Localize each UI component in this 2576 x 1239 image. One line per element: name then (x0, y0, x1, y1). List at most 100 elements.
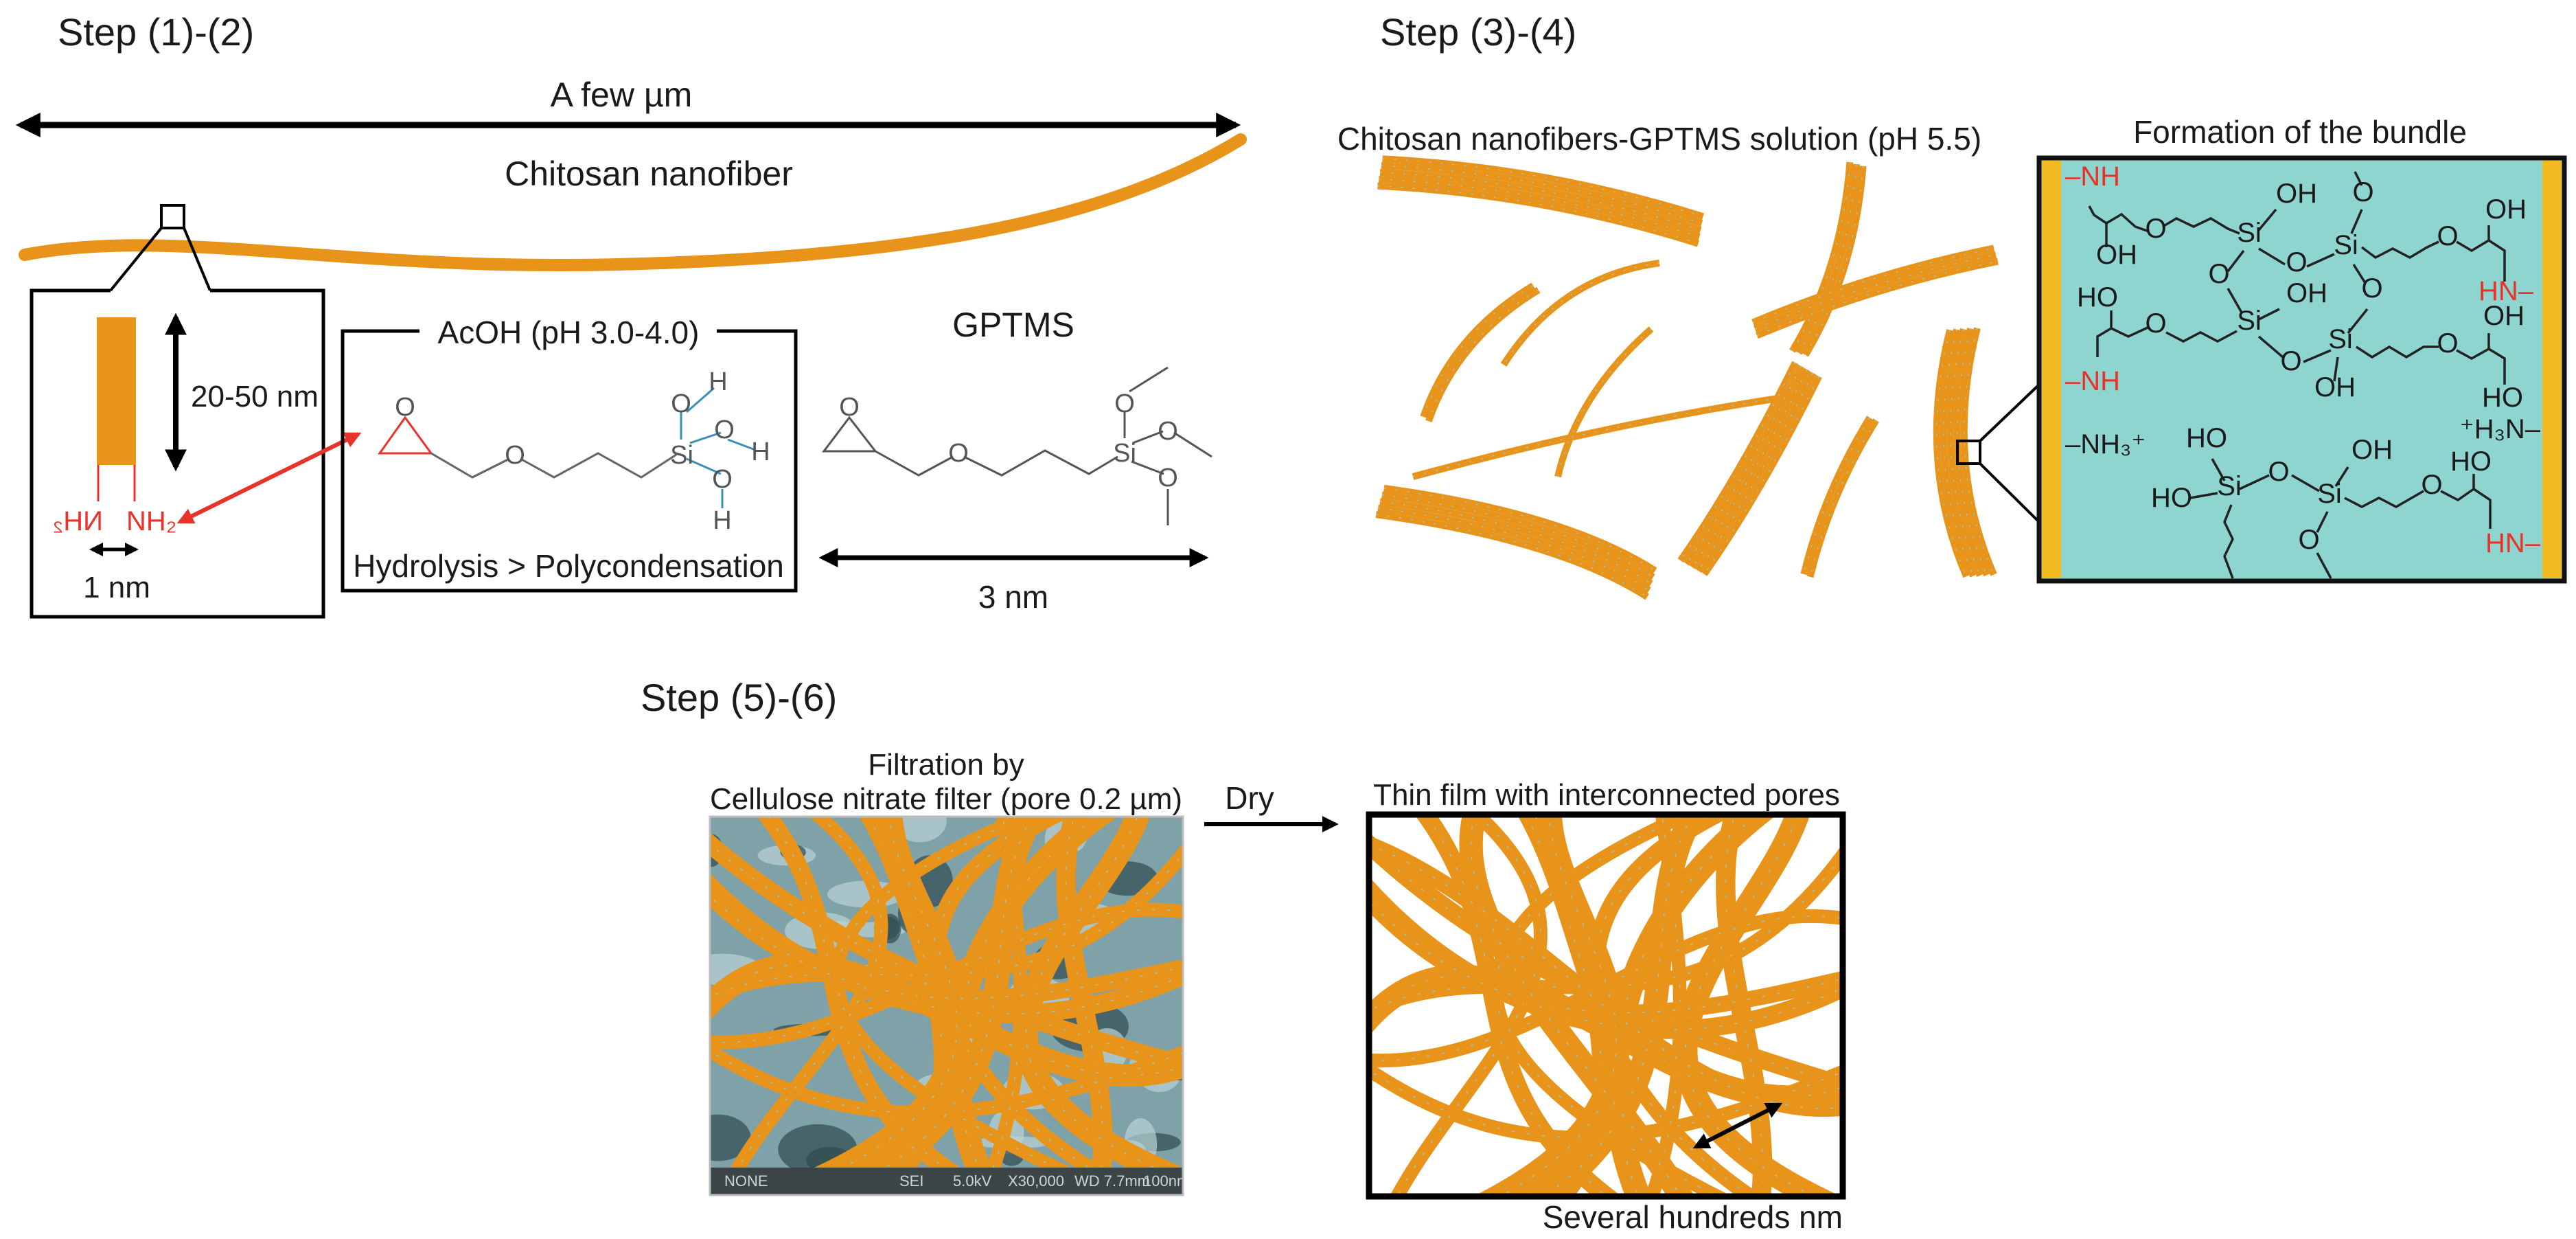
atom-label-o: O (2145, 214, 2166, 244)
atom-label-nh3: –NH₃⁺ (2065, 429, 2146, 459)
fiber-detail (869, 817, 1033, 1178)
atom-label-o: O (2298, 525, 2319, 555)
reaction-arrow (176, 432, 362, 524)
amine-right: NH₂ (126, 506, 176, 536)
atom-h: H (751, 437, 770, 466)
atom-label-oh: OH (2276, 179, 2317, 209)
atom-label-o: O (2421, 470, 2442, 500)
fiber-detail (1725, 815, 1763, 1196)
strand-detail (1377, 185, 1699, 245)
atom-label-ho: HO (2186, 423, 2227, 453)
strand-detail (1381, 494, 1654, 578)
spacing-label: 1 nm (83, 571, 150, 604)
nanofiber-strand (1554, 326, 1654, 478)
atom-label-oh: OH (2096, 240, 2137, 270)
atom-label-ho: HO (2077, 282, 2118, 312)
length-label: 3 nm (978, 579, 1048, 615)
fiber-label: Chitosan nanofiber (505, 155, 793, 193)
strand-detail (1412, 394, 1808, 477)
nanofiber-strand (1677, 361, 1799, 562)
atom-label-si: Si (2334, 230, 2358, 260)
atom-o: O (839, 393, 860, 422)
scale-label: A few µm (551, 76, 693, 114)
atom-label-o: O (2361, 273, 2382, 304)
strand-detail (1503, 262, 1660, 365)
film-fibers (1369, 815, 1843, 1196)
atom-o: O (1158, 417, 1178, 446)
acoh-label: AcOH (pH 3.0-4.0) (438, 315, 700, 350)
atom-label-o: O (2352, 177, 2373, 207)
atom-label-nh: –NH (2065, 366, 2120, 396)
dry-label: Dry (1225, 780, 1274, 816)
nanofiber-bundle (1500, 260, 1660, 367)
strand-detail (1943, 329, 1974, 576)
atom-o: O (1158, 464, 1178, 492)
nanofiber-bundle (1412, 391, 1808, 480)
film-box (1366, 811, 1846, 1200)
network-fiber (722, 817, 888, 1191)
strand-detail (1377, 507, 1650, 591)
atom-h: H (709, 367, 727, 396)
strand-detail (1379, 179, 1700, 238)
atom-label-oh: OH (2351, 435, 2393, 465)
hydrolyzed-gptms-structure: O O Si O H O H O H (378, 367, 770, 535)
strand-detail (1950, 328, 1981, 576)
nanofiber-segment (97, 317, 136, 465)
nanofiber-strand (1689, 367, 1810, 569)
network-fiber (783, 817, 970, 1195)
epoxide-ring (821, 416, 878, 453)
atom-label-o: O (2286, 247, 2307, 277)
atom-label-si: Si (2317, 479, 2342, 509)
nanofiber-detail-box (30, 288, 325, 619)
diameter-label: 20-50 nm (191, 380, 319, 413)
sem-pore (893, 817, 947, 843)
gptms-structure: O O Si O O O (821, 366, 1212, 525)
atom-label-o: O (2280, 346, 2301, 376)
atom-label-hn: HN– (2485, 528, 2541, 558)
nanofiber-bundle (1677, 361, 1822, 576)
atom-label-h3n: ⁺H₃N– (2460, 414, 2541, 444)
thin-film (1366, 811, 1846, 1200)
sem-info-bar (710, 1168, 1183, 1195)
atom-label-o: O (2208, 259, 2229, 289)
nanofiber-strand (1683, 364, 1804, 566)
solution-fibers (1375, 155, 1999, 600)
fiber-detail (1615, 815, 1758, 1196)
nanofiber-strand (1756, 258, 1999, 339)
nanofiber-bundle (1377, 155, 1705, 247)
strand-detail (1382, 158, 1703, 218)
bundle-bonds (2088, 171, 2506, 579)
methoxy-bonds (1123, 366, 1212, 525)
atom-label-oh: OH (2286, 278, 2327, 308)
sem-magnification: X30,000 (1008, 1172, 1064, 1190)
atom-label-ho: HO (2450, 446, 2492, 477)
nanofiber-strand (1802, 166, 1867, 357)
sem-working-distance: WD 7.7mm (1074, 1172, 1150, 1190)
atom-label-ho: HO (2151, 483, 2192, 513)
nanofiber-strand (1795, 163, 1860, 355)
bundle-zoom-lines (1979, 383, 2040, 523)
pore-size-arrow (1692, 1102, 1783, 1149)
filtration-label-line1: Filtration by (868, 748, 1024, 782)
step-1-2-title: Step (1)-(2) (58, 10, 254, 54)
fiber-detail (836, 817, 1101, 1189)
fiber-edge-right (2542, 161, 2562, 578)
atom-label-oh: OH (2485, 194, 2527, 225)
atom-o: O (671, 389, 691, 418)
amine-left-mirrored: NH₂ (53, 506, 103, 536)
sem-scale: 100nm (1143, 1172, 1189, 1190)
nanofiber-bundle (1751, 245, 1999, 339)
fiber-detail (1369, 900, 1843, 1014)
strand-detail (1381, 165, 1702, 224)
sem-signal: SEI (899, 1172, 923, 1190)
strand-detail (1936, 330, 1967, 577)
atom-label-si: Si (2237, 218, 2262, 248)
nanofiber-bundle (1789, 161, 1867, 357)
step-3-4-panel: Step (3)-(4) Chitosan nanofibers-GPTMS s… (1337, 10, 2567, 600)
bundle-zoom-marker (1956, 440, 1981, 465)
solution-label: Chitosan nanofibers-GPTMS solution (pH 5… (1337, 121, 1981, 157)
zoom-lines (109, 227, 211, 292)
sem-pore (710, 1114, 751, 1161)
